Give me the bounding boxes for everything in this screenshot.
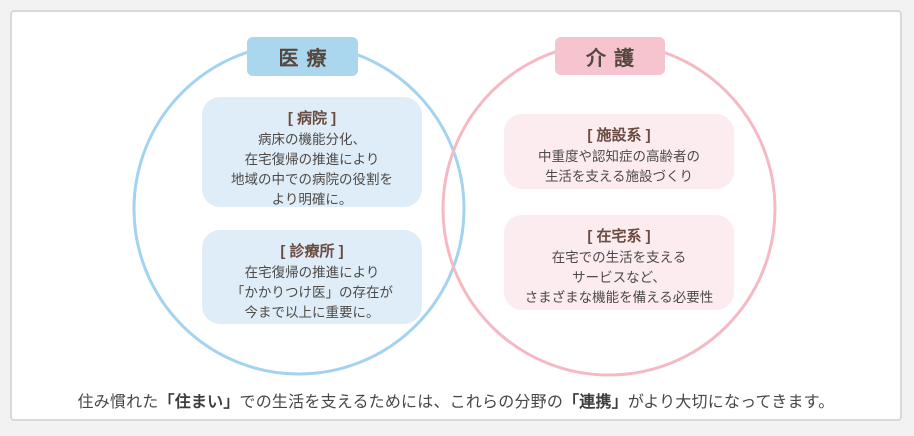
venn-diagram — [132, 41, 777, 377]
home-care-box-heading: [ 在宅系 ] — [587, 228, 651, 245]
care-circle — [441, 41, 777, 377]
caption-strong-renkei: 「連携」 — [563, 394, 628, 411]
caption-strong-sumai: 「住まい」 — [158, 394, 240, 411]
hospital-box-heading: [ 病院 ] — [287, 110, 337, 127]
home-care-box: [ 在宅系 ] 在宅での生活を支える サービスなど、 さまざまな機能を備える必要… — [504, 215, 734, 310]
caption: 住み慣れた「住まい」での生活を支えるためには、これらの分野の「連携」がより大切に… — [12, 388, 900, 412]
facility-box-heading: [ 施設系 ] — [587, 127, 651, 144]
clinic-box: [ 診療所 ] 在宅復帰の推進により 「かかりつけ医」の存在が 今まで以上に重要… — [202, 230, 422, 324]
caption-text-pre: 住み慣れた — [77, 394, 159, 411]
hospital-box-body: 病床の機能分化、 在宅復帰の推進により 地域の中での病院の役割を より明確に。 — [231, 132, 393, 207]
facility-box: [ 施設系 ] 中重度や認知症の高齢者の 生活を支える施設づくり — [504, 114, 734, 189]
medical-label: 医療 — [247, 37, 358, 76]
clinic-box-body: 在宅復帰の推進により 「かかりつけ医」の存在が 今まで以上に重要に。 — [230, 265, 394, 320]
care-label: 介護 — [555, 37, 665, 75]
caption-text-mid: での生活を支えるためには、これらの分野の — [239, 394, 564, 411]
diagram-card: 医療 介護 [ 病院 ] 病床の機能分化、 在宅復帰の推進により 地域の中での病… — [10, 10, 902, 421]
caption-text-post: がより大切になってきます。 — [627, 394, 835, 411]
home-care-box-body: 在宅での生活を支える サービスなど、 さまざまな機能を備える必要性 — [524, 250, 714, 305]
facility-box-body: 中重度や認知症の高齢者の 生活を支える施設づくり — [538, 149, 700, 184]
clinic-box-heading: [ 診療所 ] — [280, 243, 344, 260]
hospital-box: [ 病院 ] 病床の機能分化、 在宅復帰の推進により 地域の中での病院の役割を … — [202, 97, 422, 207]
